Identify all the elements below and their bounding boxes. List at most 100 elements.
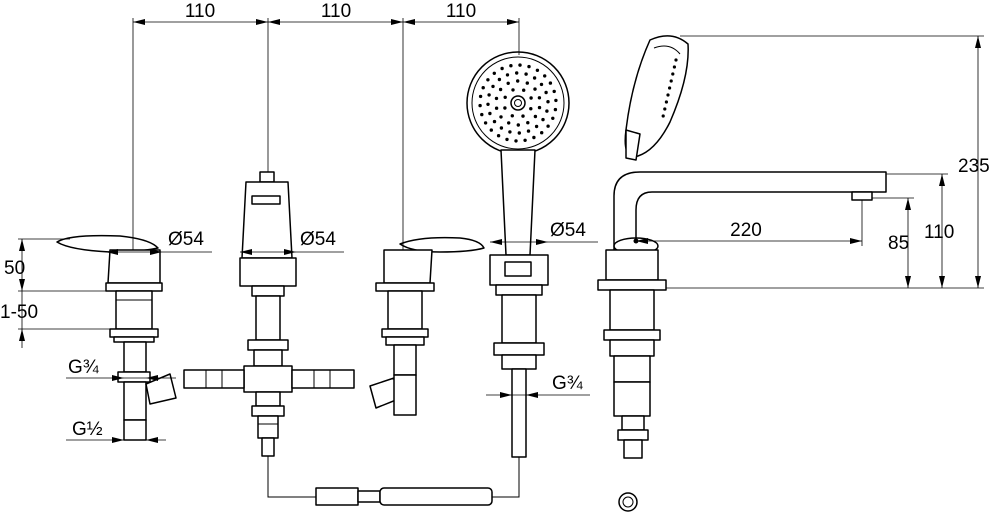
nozzle-dot xyxy=(525,81,529,85)
nozzle-dot xyxy=(515,71,519,75)
bath-spout xyxy=(597,35,887,512)
dim-spout-reach: 220 xyxy=(730,220,762,241)
nozzle-dot xyxy=(509,63,513,68)
nozzle-dot xyxy=(505,73,510,77)
dim-deck-thickness: 1-50 xyxy=(0,302,38,323)
nozzle-dot xyxy=(499,126,504,130)
nozzle-dot xyxy=(503,106,507,110)
nozzle-dot xyxy=(516,123,520,127)
nozzle-dot xyxy=(478,94,483,99)
nozzle-dot xyxy=(507,121,511,125)
nozzle-dot xyxy=(526,129,531,133)
nozzle-dot xyxy=(494,96,499,101)
nozzle-dot xyxy=(668,86,672,90)
nozzle-dot xyxy=(510,114,514,118)
dim-diameter-mid: Ø54 xyxy=(300,229,336,250)
dim-spout-height: 110 xyxy=(924,222,954,243)
nozzle-dot xyxy=(517,131,521,135)
nozzle-dot xyxy=(527,64,531,69)
dim-thread-lower-left: G½ xyxy=(72,419,103,440)
nozzle-dot xyxy=(522,88,526,92)
mixer-lever-left xyxy=(56,234,177,441)
nozzle-dot xyxy=(523,138,527,142)
nozzle-dot xyxy=(503,95,507,100)
nozzle-dot xyxy=(552,89,556,94)
nozzle-dot xyxy=(498,87,503,92)
nozzle-dot xyxy=(537,96,542,100)
dim-spacing-3: 110 xyxy=(446,1,476,22)
nozzle-dot xyxy=(533,114,538,119)
nozzle-dot xyxy=(663,107,667,111)
dim-spacing-2: 110 xyxy=(321,1,351,22)
nozzle-dot xyxy=(486,102,490,107)
nozzle-dot xyxy=(553,107,558,112)
nozzle-dot xyxy=(671,72,675,76)
nozzle-dot xyxy=(508,130,512,134)
nozzle-dot xyxy=(544,90,548,95)
shower-hose xyxy=(267,456,520,506)
nozzle-dot xyxy=(532,76,537,80)
nozzle-dot xyxy=(487,93,491,97)
nozzle-dot xyxy=(666,93,670,97)
nozzle-dot xyxy=(492,71,496,76)
nozzle-dot xyxy=(551,116,555,121)
nozzle-dot xyxy=(489,128,493,132)
nozzle-dot xyxy=(534,124,539,129)
nozzle-dot xyxy=(500,66,504,71)
dimension-lines xyxy=(18,18,984,443)
nozzle-dot xyxy=(492,119,497,124)
nozzle-dot xyxy=(480,112,484,117)
nozzle-dot xyxy=(548,81,553,85)
nozzle-dot xyxy=(532,135,536,140)
nozzle-dot xyxy=(494,106,499,110)
nozzle-dot xyxy=(478,103,482,108)
dim-diameter-left: Ø54 xyxy=(168,229,204,250)
nozzle-dot xyxy=(664,100,669,104)
nozzle-dot xyxy=(506,81,510,86)
dimension-labels: 110 110 110 235 110 85 220 Ø54 Ø54 Ø54 5… xyxy=(0,1,990,440)
nozzle-dot xyxy=(511,88,515,92)
nozzle-dot xyxy=(546,100,550,104)
nozzle-dot xyxy=(546,124,550,128)
dim-spacing-1: 110 xyxy=(185,1,215,22)
diverter-valve xyxy=(183,171,355,457)
nozzle-dot xyxy=(537,105,542,110)
nozzle-dot xyxy=(543,74,547,78)
nozzle-dot xyxy=(545,109,549,113)
dim-height-right: 235 xyxy=(958,156,990,177)
nozzle-dot xyxy=(483,121,488,125)
nozzle-dot xyxy=(541,117,545,122)
mixer-lever-right xyxy=(369,236,485,416)
nozzle-dot xyxy=(499,115,503,119)
nozzle-dot xyxy=(535,68,540,73)
nozzle-dot xyxy=(554,98,558,103)
nozzle-dot xyxy=(540,131,544,135)
nozzle-dot xyxy=(505,137,509,142)
nozzle-dot xyxy=(497,77,502,82)
nozzle-dot xyxy=(529,107,533,111)
hand-shower xyxy=(466,51,570,458)
nozzle-dot xyxy=(661,114,665,118)
nozzle-dot xyxy=(488,111,492,116)
nozzle-dot xyxy=(516,79,520,83)
nozzle-dot xyxy=(486,78,490,82)
nozzle-dot xyxy=(529,96,533,100)
nozzle-dot xyxy=(491,84,495,89)
nozzle-dot xyxy=(518,63,522,67)
dim-handle-height: 50 xyxy=(4,258,25,279)
dim-diameter-right: Ø54 xyxy=(550,220,586,241)
nozzle-dot xyxy=(533,87,537,91)
nozzle-dot xyxy=(669,79,673,83)
nozzle-dot xyxy=(524,72,528,76)
dim-thread-upper-left: G¾ xyxy=(68,357,100,378)
nozzle-dot xyxy=(672,65,677,69)
nozzle-dot xyxy=(526,121,530,125)
dim-spout-outlet-height: 85 xyxy=(888,233,909,254)
nozzle-dot xyxy=(521,114,525,118)
nozzle-dot xyxy=(481,86,485,90)
nozzle-dot xyxy=(496,134,501,138)
nozzle-dot xyxy=(514,139,518,143)
nozzle-dot xyxy=(539,82,544,87)
dim-thread-right: G¾ xyxy=(552,373,584,394)
